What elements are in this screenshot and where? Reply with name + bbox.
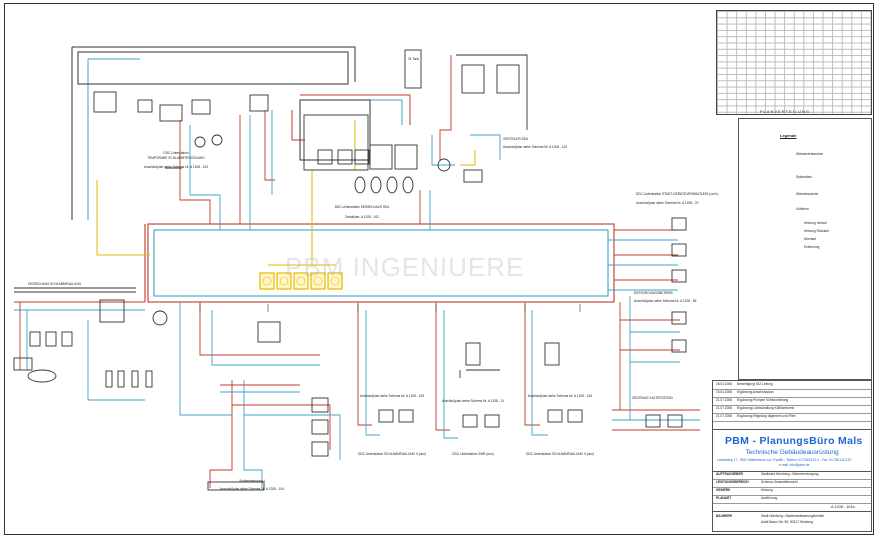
tb-label: GEWERK	[716, 488, 731, 492]
label-anschluss-top: Anschlußplan siehe Schema Nr. A 1208 - 1…	[143, 165, 209, 169]
label-verteiler: VERTEILER SEA	[503, 137, 528, 141]
top-piping	[71, 46, 411, 220]
label-schlammfaulung-b-sub: Anschlußplan siehe Schema Nr. A 1208 - 1…	[527, 394, 593, 398]
bauherr-name: Stadt Nürnberg • Stadtentwässerungsbetri…	[761, 514, 825, 518]
kesselhaus-left	[13, 287, 168, 401]
tb-label: AUFTRAGGEBER	[716, 472, 743, 476]
revision-date: 15.04.2008	[716, 390, 732, 394]
tb-label: PLANART	[716, 496, 732, 500]
revision-text: Ergänzung Lichtschaltung Kühlturmkreis	[737, 406, 795, 410]
legend-item: Spitzenlast	[796, 175, 812, 179]
label-kaeltestation: ZENTRALE KÄLTESTATION	[632, 396, 673, 400]
bauherr-address: Adolf-Braun-Str. 55, 90317 Nürnberg	[761, 520, 813, 524]
label-stadtgeraet: DDC-Unterstation STADT-GERÄTEVERWALTUNG …	[636, 192, 719, 196]
label-kessel: DDC-Unterstation KESSELHAUS SEA	[334, 205, 390, 209]
branch-right	[608, 217, 700, 431]
label-schlammfaulung-1-sub: Anschlußplan siehe Schema Nr. A 1208 - 1…	[219, 487, 285, 491]
revision-text: Ergänzung Pumpen Kühlturmleitung	[737, 398, 789, 402]
main-loop	[144, 223, 615, 303]
branch-schlamm1	[179, 302, 341, 491]
label-stadtgeraet-sub: Anschlußplan siehe Schema Nr. A 1208 - 2…	[636, 201, 699, 205]
revision-date: 28.03.2008	[716, 382, 732, 386]
label-schlammfaulung-a: DDC-Unterstation SCHLAMMFAULUNG II (neu)	[357, 452, 427, 456]
company-email: e-mail: info@pbm.de	[779, 463, 810, 467]
tb-value: Ausführung	[761, 496, 778, 500]
plan-number: A 1208 - 101a	[831, 505, 855, 509]
watermark-text: PBM INGENIUERE	[285, 252, 525, 282]
revision-date: 21.07.2008	[716, 398, 732, 402]
label-verteiler-sub: Anschlußplan siehe Schema Nr. A 1208 - 1…	[503, 145, 568, 149]
label-schlammfaulung-a-sub: Anschlußplan siehe Schema Nr. A 1208 - 1…	[359, 394, 425, 398]
label-temp-gen: TEMPORÄRE SCHLAMMTROCKNUNG	[147, 156, 205, 160]
company-subtitle: Technische Gebäudeausrüstung	[745, 449, 839, 456]
legend-item: Entleerung	[804, 245, 820, 249]
legend-item: Wärmetauscher	[796, 192, 819, 196]
company-name: PBM - PlanungsBüro Mals	[725, 435, 863, 447]
kesselhaus-sea	[303, 49, 528, 230]
title-block: 28.03.2008 Berichtigung TAZ Leitung 15.0…	[712, 380, 872, 532]
legend-item: Kühlturm	[796, 207, 809, 211]
legend-item: Heizung Rücklauf	[804, 229, 829, 233]
tb-label: LEISTUNGSBEREICH	[716, 480, 749, 484]
label-schlammfaulung-b: DDC-Unterstation SCHLAMMFAULUNG II (neu)	[525, 452, 595, 456]
label-entsorgung-sub: Anschlußplan siehe Schema Nr. A 1208 - 5…	[634, 299, 697, 303]
revision-text: Ergänzung Anschlussplan	[737, 390, 774, 394]
label-kessel-sub: Detailplan: A 1208 - 102	[345, 215, 379, 219]
drawing-border	[4, 3, 874, 535]
legend-item: Wärmeverbraucher	[796, 152, 824, 156]
tb-value: Schema Gesamtübersicht	[761, 480, 798, 484]
legend-item: Überlauf	[804, 237, 817, 241]
label-zwe-sub: Anschlußplan siehe Schema Nr. A 1208 - 2…	[441, 399, 505, 403]
branch-middle	[357, 302, 583, 439]
label-ddc-top: DDC-Unterstation	[163, 151, 189, 155]
legend-title: Legende	[780, 133, 797, 138]
label-kesselhaus: KESSELHAUS SCHLAMMFAULUNG	[28, 282, 82, 286]
label-tank: Öl-Tank	[408, 57, 419, 61]
temp-drying	[93, 91, 275, 230]
revision-text: Ergänzung Regelung allgemein und Filter	[737, 414, 796, 418]
plan-distribution-grid	[716, 10, 872, 115]
tb-value: Heizung	[761, 488, 773, 492]
valve-ticks	[199, 304, 581, 312]
tb-value: Stadtwerk Nürnberg • Wärmeversorgung	[761, 472, 819, 476]
legend-panel	[738, 118, 872, 380]
legend-item: Heizung Vorlauf	[804, 221, 827, 225]
revision-date: 21.07.2008	[716, 414, 732, 418]
label-zwe: DDC-Unterstation ZWB (neu)	[452, 452, 494, 456]
label-entsorgung: ENTSORGUNGSBETRIEB	[634, 291, 673, 295]
revision-text: Berichtigung TAZ Leitung	[737, 382, 773, 386]
label-schlammfaulung-1: Schlammfaulung I	[239, 479, 265, 483]
company-address: Landsberg 17 - 9510 Wattenbuch a.d. Popf…	[717, 458, 852, 462]
plan-distribution-title: PLANVERTEILUNG	[760, 109, 810, 114]
revision-date: 21.07.2008	[716, 406, 732, 410]
bauherr-label: BAUHERR	[716, 514, 732, 518]
